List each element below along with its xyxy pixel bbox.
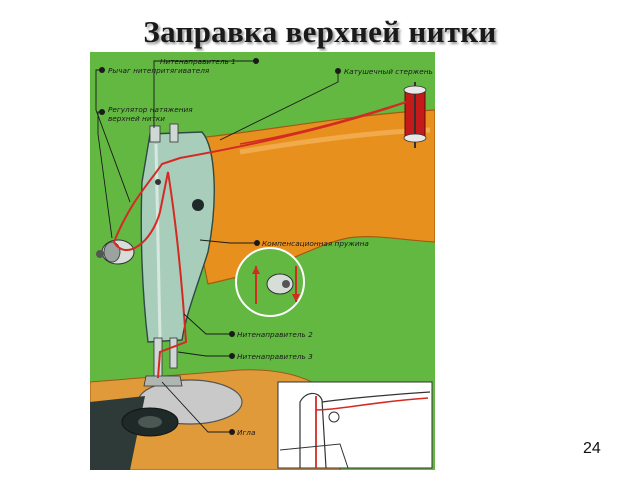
slide-title: Заправка верхней нитки: [143, 14, 497, 49]
label-take-up-lever: Рычаг нитепритягивателя: [108, 66, 210, 75]
thread-detail-inset: [277, 381, 433, 469]
page-number: 24: [583, 440, 601, 457]
label-tension-regulator-line2: верхней нитки: [108, 114, 165, 123]
label-thread-guide-1: Нитенаправитель 1: [160, 57, 236, 66]
label-thread-guide-3: Нитенаправитель 3: [237, 352, 313, 361]
label-tension-regulator-line1: Регулятор натяжения: [108, 105, 193, 114]
label-spool-pin: Катушечный стержень: [344, 67, 433, 76]
diagram-svg: Нитенаправитель 1 Катушечный стержень Ры…: [90, 52, 435, 470]
sewing-machine-diagram: Нитенаправитель 1 Катушечный стержень Ры…: [90, 52, 435, 470]
head-screw: [192, 199, 204, 211]
label-check-spring: Компенсационная пружина: [262, 239, 369, 248]
label-thread-guide-2: Нитенаправитель 2: [237, 330, 313, 339]
presser-foot: [143, 375, 183, 387]
label-needle: Игла: [237, 428, 255, 437]
upper-thread: [112, 101, 407, 379]
